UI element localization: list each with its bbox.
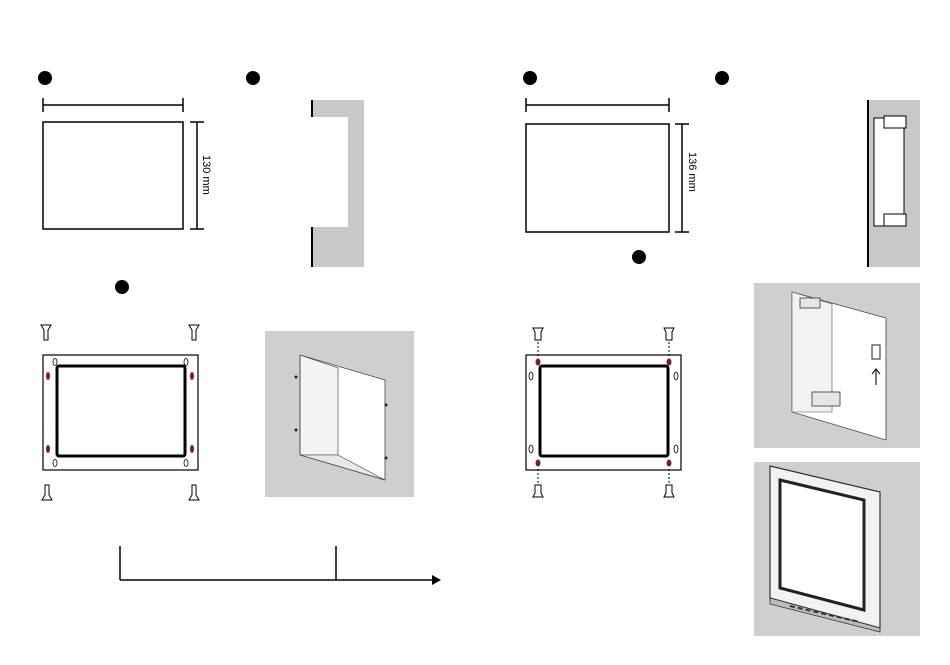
height-label-right: 136 mm [686,152,698,192]
cutout-left [43,98,204,229]
step-bullet [523,71,537,85]
panel-frame-image [754,462,920,636]
step-bullet [632,250,646,264]
arrow-head-icon [432,575,441,585]
step-bullet [246,71,260,85]
mounting-frame-right [526,342,681,484]
wall-section-right [868,100,920,267]
mounting-frame-left [43,355,198,470]
step-bullet [38,71,52,85]
bracket-box-image [754,283,920,448]
step-bullet [115,280,129,294]
flow-arrow [120,546,432,580]
wall-box-image [265,331,414,497]
step-bullet [715,71,729,85]
cutout-right [526,98,689,232]
height-label-left: 130 mm [200,155,212,195]
wall-section-left [312,100,364,267]
